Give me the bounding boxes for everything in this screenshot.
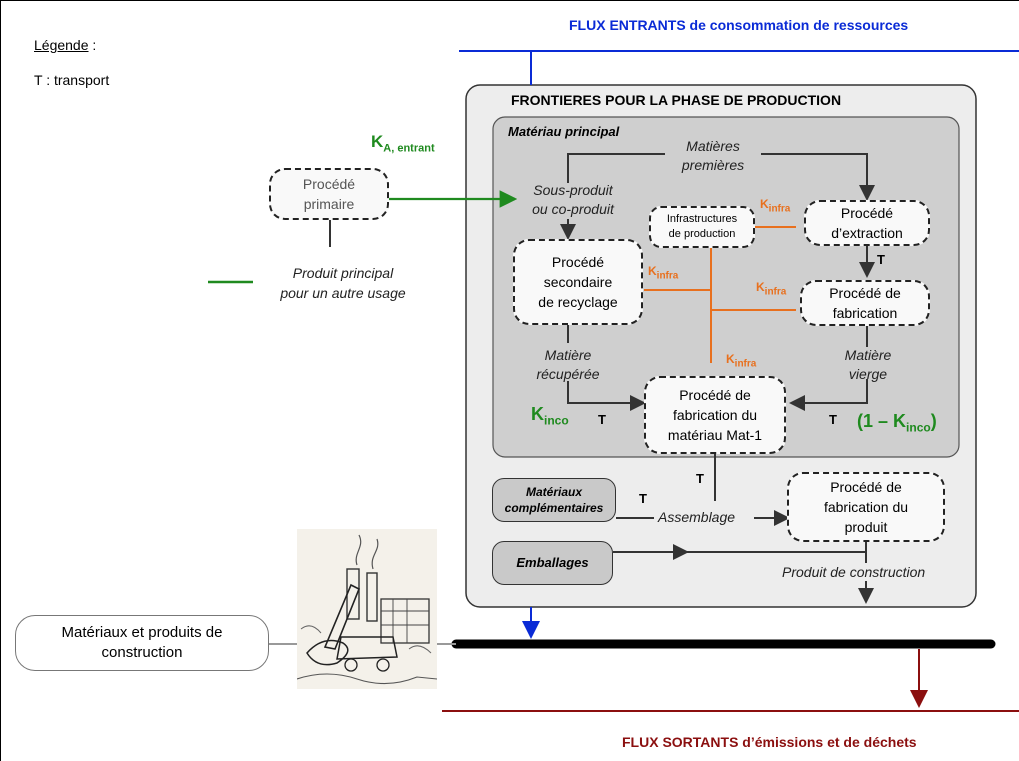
- legend-title: Légende :: [34, 37, 97, 53]
- transport-label-extraction: T: [877, 252, 885, 267]
- packaging-node: Emballages: [492, 541, 613, 585]
- k-infra-label-mat1: Kinfra: [726, 352, 757, 370]
- frontier-title: FRONTIERES POUR LA PHASE DE PRODUCTION: [511, 92, 842, 108]
- transport-label-complementary: T: [639, 491, 647, 506]
- k-infra-label-secondary: Kinfra: [648, 264, 679, 282]
- assembly-label: Assemblage: [658, 509, 736, 525]
- legend-transport: T : transport: [34, 72, 110, 88]
- factory-sketch-icon: [297, 529, 437, 689]
- k-infra-label-fabrication: Kinfra: [756, 280, 787, 298]
- incoming-flow-label: FLUX ENTRANTS de consommation de ressour…: [569, 17, 909, 33]
- k-infra-label-extraction: Kinfra: [760, 197, 791, 215]
- main-material-title: Matériau principal: [508, 124, 620, 139]
- k-inco-label: Kinco: [531, 404, 569, 428]
- complementary-materials-node: Matériaux complémentaires: [492, 478, 616, 522]
- construction-product-label: Produit de construction: [782, 564, 926, 580]
- transport-label-mat1: T: [696, 471, 704, 486]
- outgoing-flow-label: FLUX SORTANTS d’émissions et de déchets: [622, 734, 917, 750]
- transport-label-recovered: T: [598, 412, 606, 427]
- one-minus-k-inco-label: (1 – Kinco): [857, 411, 937, 435]
- k-a-entrant-label: KA, entrant: [371, 132, 435, 155]
- transport-label-virgin: T: [829, 412, 837, 427]
